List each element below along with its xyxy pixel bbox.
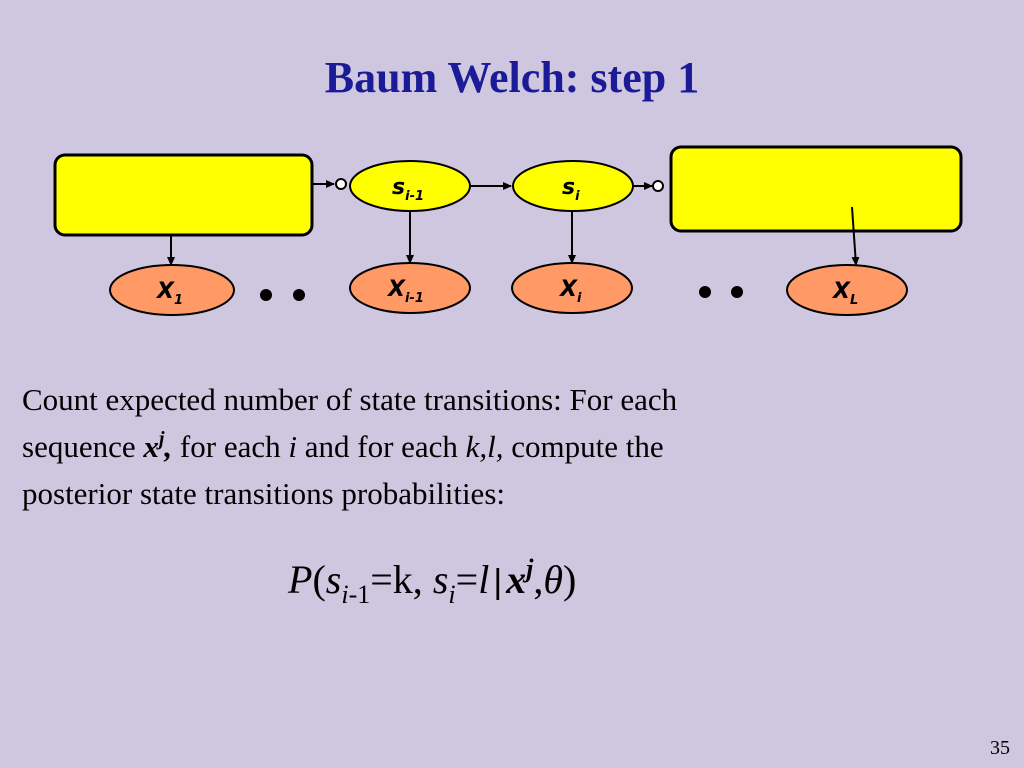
svg-text:si-1: si-1 <box>392 175 424 204</box>
description-line-2: sequence xj, for each i and for each k,l… <box>22 428 664 464</box>
svg-text:X1: X1 <box>155 279 183 308</box>
left-block <box>53 153 314 237</box>
state-node-s-i: si <box>512 160 634 212</box>
svg-text:Xi: Xi <box>558 277 582 306</box>
svg-text:Xi-1: Xi-1 <box>386 277 424 306</box>
observation-node-x-i-1: Xi-1 <box>349 262 471 314</box>
edge-connector <box>335 178 347 190</box>
ellipsis-left <box>260 289 305 301</box>
observation-node-x1: X1 <box>109 264 235 316</box>
description-line-1: Count expected number of state transitio… <box>22 382 678 417</box>
page-number: 35 <box>990 737 1010 759</box>
observation-node-xL: XL <box>786 264 908 316</box>
description-line-3: posterior state transitions probabilitie… <box>22 476 505 511</box>
slide-title: Baum Welch: step 1 <box>324 53 700 102</box>
right-block <box>669 145 963 233</box>
svg-text:si: si <box>562 175 580 204</box>
state-node-s-i-1: si-1 <box>349 160 471 212</box>
ellipsis-right <box>699 286 743 298</box>
posterior-formula: P(si-1=k, si=l|xj,θ) <box>288 554 577 609</box>
edge-connector <box>652 180 664 192</box>
edges <box>167 178 860 266</box>
edge-right-block-to-xL <box>851 206 860 266</box>
observation-node-x-i: Xi <box>511 262 633 314</box>
svg-text:XL: XL <box>831 279 858 308</box>
description-text: Count expected number of state transitio… <box>22 376 902 517</box>
